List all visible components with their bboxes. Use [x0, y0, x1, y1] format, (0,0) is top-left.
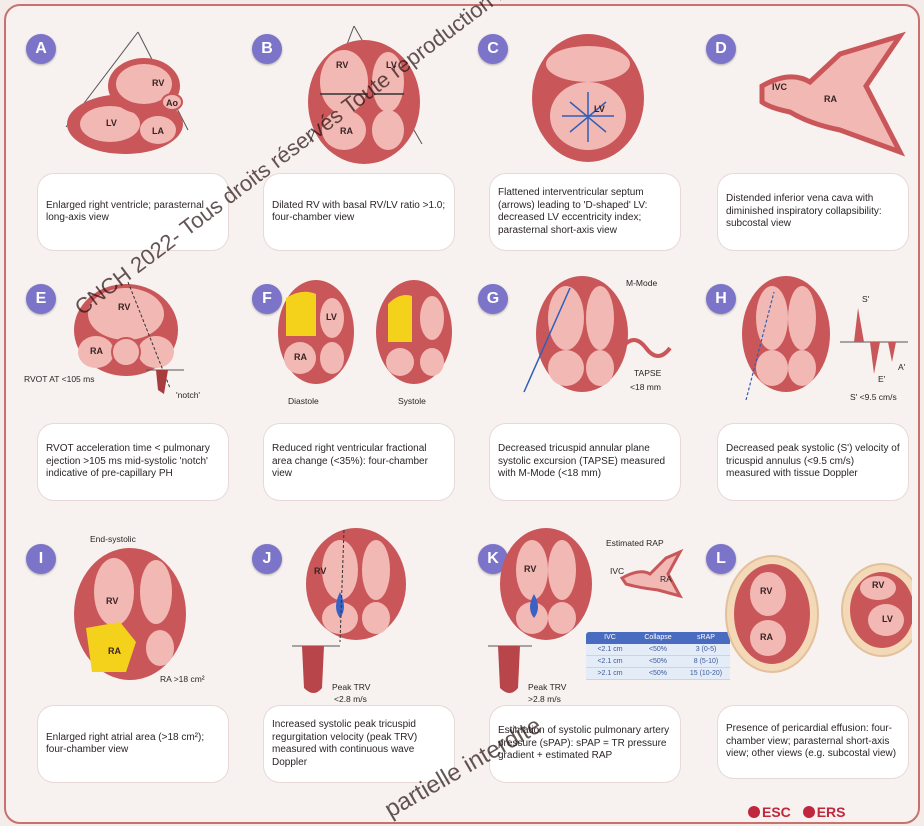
parasternal-long-axis-illustration [10, 12, 232, 192]
label-ra: RA [108, 646, 121, 656]
table-cell: <2.1 cm [586, 644, 634, 655]
fractional-area-change-illustration [236, 262, 458, 442]
caption-c: Flattened interventricular septum (arrow… [490, 174, 680, 250]
rvot-at-label: RVOT AT <105 ms [24, 374, 94, 384]
label-rv: RV [314, 566, 326, 576]
label-rv: RV [118, 302, 130, 312]
label-rv: RV [872, 580, 884, 590]
peak-trv-label: Peak TRV [332, 682, 370, 692]
ra-area-label: RA >18 cm² [160, 674, 205, 684]
diastole-label: Diastole [288, 396, 319, 406]
label-lv: LV [594, 104, 605, 114]
label-ra: RA [90, 346, 103, 356]
panel-l: L RV RA RV LV Presence of pericardial ef… [690, 522, 912, 782]
label-rv: RV [760, 586, 772, 596]
tapse-mmode-illustration [462, 262, 684, 442]
ers-logo-text: ERS [817, 804, 846, 820]
caption-h: Decreased peak systolic (S') velocity of… [718, 424, 908, 500]
s-prime-label: S' [862, 294, 869, 304]
caption-f: Reduced right ventricular fractional are… [264, 424, 454, 500]
subcostal-ivc-illustration [690, 12, 912, 192]
panel-c: C LV Flattened interventricular septum (… [462, 12, 684, 272]
label-ra: RA [760, 632, 773, 642]
s-prime-threshold-label: S' <9.5 cm/s [850, 392, 897, 402]
panel-i: I RV RA End-systolic RA >18 cm² Enlarged… [10, 522, 232, 782]
table-cell: <50% [634, 656, 682, 667]
table-header-cell: IVC [586, 632, 634, 644]
tapse-label: TAPSE [634, 368, 661, 378]
tricuspid-regurgitation-illustration [236, 522, 458, 702]
trv-threshold-label: >2.8 m/s [528, 694, 561, 704]
label-rv: RV [152, 78, 164, 88]
panel-j: J RV Peak TRV <2.8 m/s Increased systoli… [236, 522, 458, 782]
caption-l: Presence of pericardial effusion: four-c… [718, 706, 908, 778]
ers-logo-icon [803, 806, 815, 818]
label-rv: RV [336, 60, 348, 70]
table-cell: >2.1 cm [586, 668, 634, 679]
panel-f: F RA LV Diastole Systole Reduced right v… [236, 262, 458, 522]
panel-e: E RV RA RVOT AT <105 ms 'notch' RVOT acc… [10, 262, 232, 522]
label-ivc: IVC [610, 566, 624, 576]
label-ra: RA [824, 94, 837, 104]
label-ivc: IVC [772, 82, 787, 92]
esc-logo-text: ESC [762, 804, 791, 820]
label-ra: RA [660, 574, 672, 584]
society-logos: ESC ERS [746, 804, 845, 820]
table-cell: <50% [634, 644, 682, 655]
panel-h: H S' E' A' S' <9.5 cm/s Decreased peak s… [690, 262, 912, 522]
peak-trv-label: Peak TRV [528, 682, 566, 692]
tissue-doppler-illustration [690, 262, 912, 442]
panel-d: D IVC RA Distended inferior vena cava wi… [690, 12, 912, 272]
estimated-rap-label: Estimated RAP [606, 538, 664, 548]
caption-i: Enlarged right atrial area (>18 cm²); fo… [38, 706, 228, 782]
label-ao: Ao [166, 98, 178, 108]
caption-j: Increased systolic peak tricuspid regurg… [264, 706, 454, 782]
label-la: LA [152, 126, 164, 136]
e-prime-label: E' [878, 374, 885, 384]
esc-logo-icon [748, 806, 760, 818]
pericardial-effusion-illustration [690, 522, 912, 702]
notch-label: 'notch' [176, 390, 200, 400]
label-ra: RA [294, 352, 307, 362]
trv-threshold-label: <2.8 m/s [334, 694, 367, 704]
mmode-label: M-Mode [626, 278, 657, 288]
panel-g: G M-Mode TAPSE <18 mm Decreased tricuspi… [462, 262, 684, 522]
caption-g: Decreased tricuspid annular plane systol… [490, 424, 680, 500]
table-cell: <50% [634, 668, 682, 679]
caption-d: Distended inferior vena cava with dimini… [718, 174, 908, 250]
table-cell: <2.1 cm [586, 656, 634, 667]
table-header-cell: Collapse [634, 632, 682, 644]
label-lv: LV [106, 118, 117, 128]
a-prime-label: A' [898, 362, 905, 372]
caption-b: Dilated RV with basal RV/LV ratio >1.0; … [264, 174, 454, 250]
systole-label: Systole [398, 396, 426, 406]
label-rv: RV [106, 596, 118, 606]
end-systolic-label: End-systolic [90, 534, 136, 544]
label-lv: LV [882, 614, 893, 624]
label-rv: RV [524, 564, 536, 574]
short-axis-d-shaped-lv-illustration [462, 12, 684, 192]
label-lv: LV [326, 312, 337, 322]
tapse-threshold-label: <18 mm [630, 382, 661, 392]
caption-e: RVOT acceleration time < pulmonary eject… [38, 424, 228, 500]
